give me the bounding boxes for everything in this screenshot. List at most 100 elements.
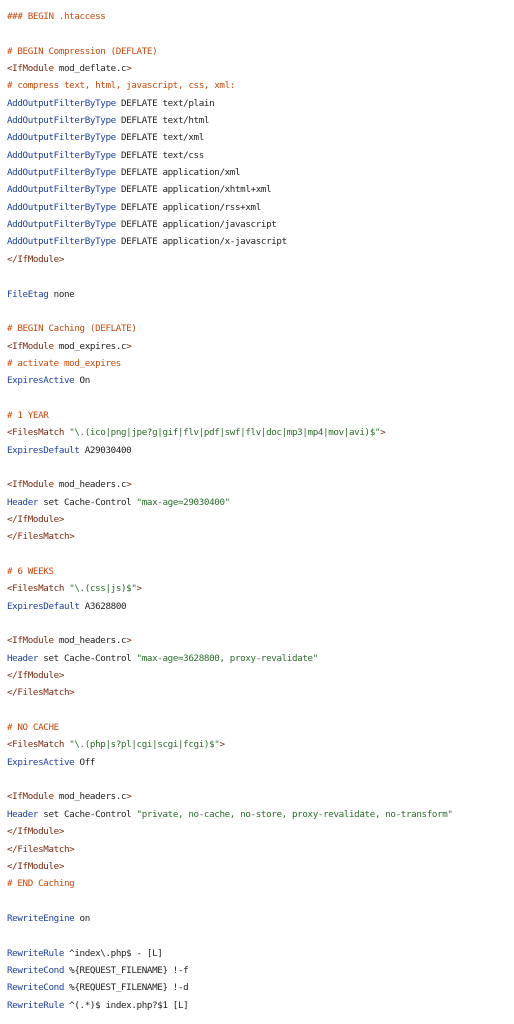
code-token-plain: ^index\.php$ - [L] [64, 947, 163, 959]
code-line: Header set Cache-Control "max-age=362880… [7, 650, 514, 667]
code-token-plain: DEFLATE application/xhtml+xml [115, 184, 272, 196]
code-token-tag: </IfModule> [7, 670, 64, 682]
code-line: AddOutputFilterByType DEFLATE applicatio… [7, 199, 514, 216]
code-line: </FilesMatch> [7, 528, 514, 545]
code-line: ExpiresActive Off [7, 754, 514, 771]
code-line: Header set Cache-Control "max-age=290304… [7, 494, 514, 511]
code-line: ExpiresDefault A29030400 [7, 442, 514, 459]
code-token-directive: ExpiresActive [7, 375, 75, 387]
code-line: RewriteEngine on [7, 910, 514, 927]
code-token-plain: DEFLATE application/x-javascript [115, 236, 287, 248]
code-token-plain: Off [74, 756, 96, 768]
code-line: # BEGIN Caching (DEFLATE) [7, 320, 514, 337]
code-token-plain: %{REQUEST_FILENAME} !-d [64, 982, 189, 994]
code-line: <IfModule mod_headers.c> [7, 476, 514, 493]
code-line: ExpiresActive On [7, 372, 514, 389]
code-line: <FilesMatch "\.(css|js)$"> [7, 580, 514, 597]
code-line: <IfModule mod_headers.c> [7, 632, 514, 649]
code-token-tag: <FilesMatch [7, 427, 64, 439]
code-token-directive: RewriteRule [7, 947, 64, 959]
code-token-directive: AddOutputFilterByType [7, 132, 116, 144]
code-line: AddOutputFilterByType DEFLATE applicatio… [7, 164, 514, 181]
code-line: <FilesMatch "\.(php|s?pl|cgi|scgi|fcgi)$… [7, 736, 514, 753]
code-token-plain: A29030400 [79, 444, 132, 456]
code-token-directive: Header [7, 496, 39, 508]
blank-line [7, 303, 514, 320]
blank-line [7, 25, 514, 42]
code-token-tag: > [219, 739, 225, 751]
code-token-plain: set Cache-Control [38, 496, 137, 508]
code-line: # 1 YEAR [7, 407, 514, 424]
code-token-plain: DEFLATE text/xml [115, 132, 204, 144]
code-token-tag: > [136, 583, 143, 595]
code-line: <IfModule mod_deflate.c> [7, 60, 514, 77]
code-line: Header set Cache-Control "private, no-ca… [7, 806, 514, 823]
code-line: RewriteRule ^index\.php$ - [L] [7, 945, 514, 962]
code-token-tag: <IfModule [7, 479, 54, 491]
code-token-plain: mod_headers.c [53, 791, 127, 803]
blank-line [7, 615, 514, 632]
code-token-comment: # BEGIN Compression (DEFLATE) [7, 45, 158, 57]
code-token-directive: AddOutputFilterByType [7, 236, 116, 248]
code-line: <FilesMatch "\.(ico|png|jpe?g|gif|flv|pd… [7, 424, 514, 441]
code-token-directive: AddOutputFilterByType [7, 115, 116, 127]
code-token-plain: mod_expires.c [53, 340, 127, 352]
code-token-comment: # activate mod_expires [7, 357, 121, 369]
code-token-tag: > [126, 635, 132, 647]
code-token-directive: FileEtag [7, 288, 49, 300]
code-token-tag: > [126, 63, 132, 75]
code-line: # END Caching [7, 875, 514, 892]
code-token-plain: DEFLATE text/css [115, 149, 204, 161]
code-token-string: "\.(php|s?pl|cgi|scgi|fcgi)$" [69, 739, 220, 751]
code-line: </FilesMatch> [7, 684, 514, 701]
code-line: # compress text, html, javascript, css, … [7, 77, 514, 94]
code-token-plain: set Cache-Control [38, 808, 137, 820]
code-token-plain: DEFLATE text/plain [115, 97, 215, 109]
code-token-directive: AddOutputFilterByType [7, 219, 116, 231]
code-token-tag: > [126, 479, 132, 491]
code-line: AddOutputFilterByType DEFLATE text/plain [7, 95, 514, 112]
code-token-string: "\.(css|js)$" [69, 583, 137, 595]
code-token-comment: # 6 WEEKS [7, 566, 54, 577]
code-token-comment: ### BEGIN .htaccess [7, 11, 106, 22]
code-token-directive: Header [7, 808, 39, 820]
code-token-tag: </FilesMatch> [7, 843, 75, 855]
code-line: AddOutputFilterByType DEFLATE applicatio… [7, 216, 514, 233]
code-line: AddOutputFilterByType DEFLATE text/html [7, 112, 514, 129]
code-line: FileEtag none [7, 286, 514, 303]
code-token-plain: DEFLATE application/javascript [115, 219, 277, 231]
code-token-tag: </FilesMatch> [7, 531, 75, 543]
code-token-plain: ^(.*)$ index.php?$1 [L] [64, 999, 189, 1011]
code-token-plain: mod_headers.c [53, 479, 127, 491]
code-token-tag: <IfModule [7, 791, 54, 803]
code-line: RewriteCond %{REQUEST_FILENAME} !-d [7, 979, 514, 996]
code-token-string: "\.(ico|png|jpe?g|gif|flv|pdf|swf|flv|do… [69, 427, 381, 439]
code-token-tag: > [126, 791, 132, 803]
code-token-tag: </FilesMatch> [7, 687, 75, 699]
code-token-plain: DEFLATE text/html [115, 115, 210, 127]
code-token-plain: %{REQUEST_FILENAME} !-f [64, 964, 189, 976]
code-token-tag: <IfModule [7, 635, 54, 647]
code-token-tag: <IfModule [7, 63, 54, 75]
blank-line [7, 268, 514, 285]
code-line: # BEGIN Compression (DEFLATE) [7, 43, 514, 60]
code-line: <IfModule mod_headers.c> [7, 788, 514, 805]
blank-line [7, 390, 514, 407]
code-token-plain: mod_headers.c [53, 635, 127, 647]
blank-line [7, 702, 514, 719]
code-token-tag: </IfModule> [7, 860, 64, 872]
code-token-plain: DEFLATE application/rss+xml [115, 201, 261, 213]
code-line: AddOutputFilterByType DEFLATE text/xml [7, 129, 514, 146]
code-line: RewriteRule ^(.*)$ index.php?$1 [L] [7, 997, 514, 1014]
code-token-directive: ExpiresActive [7, 756, 75, 768]
code-line: AddOutputFilterByType DEFLATE applicatio… [7, 233, 514, 250]
code-line: AddOutputFilterByType DEFLATE applicatio… [7, 181, 514, 198]
code-token-directive: RewriteRule [7, 999, 64, 1011]
code-token-directive: ExpiresDefault [7, 600, 80, 612]
code-token-plain: set Cache-Control [38, 652, 137, 664]
code-token-directive: Header [7, 652, 39, 664]
code-line: <IfModule mod_expires.c> [7, 338, 514, 355]
code-token-directive: RewriteCond [7, 982, 64, 994]
code-line: ### BEGIN .htaccess [7, 8, 514, 25]
